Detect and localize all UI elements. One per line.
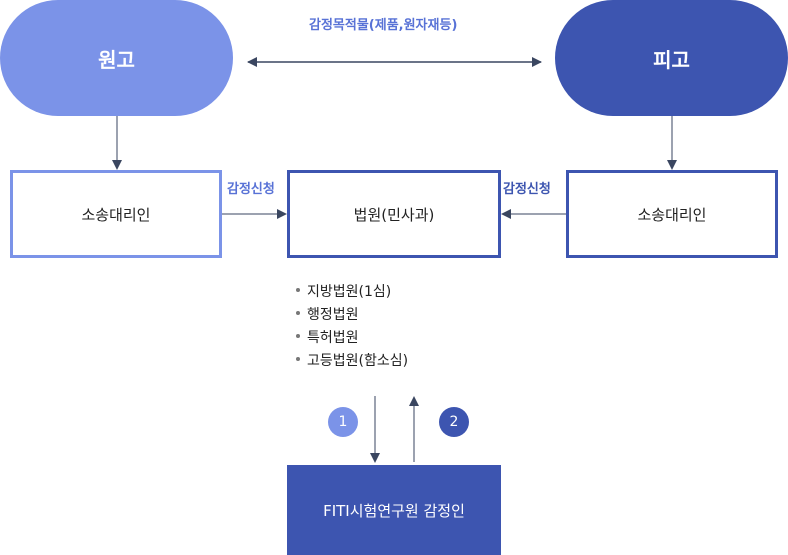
court-label: 법원(민사과) bbox=[353, 205, 435, 224]
list-item: 고등법원(함소심) bbox=[296, 350, 408, 373]
bullet-icon bbox=[296, 288, 300, 292]
plaintiff-node: 원고 bbox=[0, 0, 233, 116]
list-item: 행정법원 bbox=[296, 304, 408, 327]
step-2-badge: 2 bbox=[439, 407, 469, 437]
left-agent-label: 소송대리인 bbox=[81, 205, 151, 224]
defendant-label: 피고 bbox=[653, 47, 690, 72]
step-1-badge: 1 bbox=[328, 407, 358, 437]
court-type-list: 지방법원(1심) 행정법원 특허법원 고등법원(함소심) bbox=[296, 281, 408, 373]
appraiser-box: FITI시험연구원 감정인 bbox=[287, 465, 501, 555]
bullet-icon bbox=[296, 357, 300, 361]
left-request-label: 감정신청 bbox=[227, 182, 275, 197]
court-box: 법원(민사과) bbox=[287, 170, 501, 258]
right-agent-label: 소송대리인 bbox=[637, 205, 707, 224]
right-request-label: 감정신청 bbox=[503, 182, 551, 197]
appraiser-label: FITI시험연구원 감정인 bbox=[323, 501, 465, 520]
bullet-icon bbox=[296, 311, 300, 315]
right-agent-box: 소송대리인 bbox=[566, 170, 778, 258]
plaintiff-label: 원고 bbox=[98, 47, 135, 72]
appraisal-subject-label: 감정목적물(제품,원자재등) bbox=[309, 18, 458, 33]
defendant-node: 피고 bbox=[555, 0, 788, 116]
list-item: 지방법원(1심) bbox=[296, 281, 408, 304]
left-agent-box: 소송대리인 bbox=[10, 170, 222, 258]
bullet-icon bbox=[296, 334, 300, 338]
list-item: 특허법원 bbox=[296, 327, 408, 350]
